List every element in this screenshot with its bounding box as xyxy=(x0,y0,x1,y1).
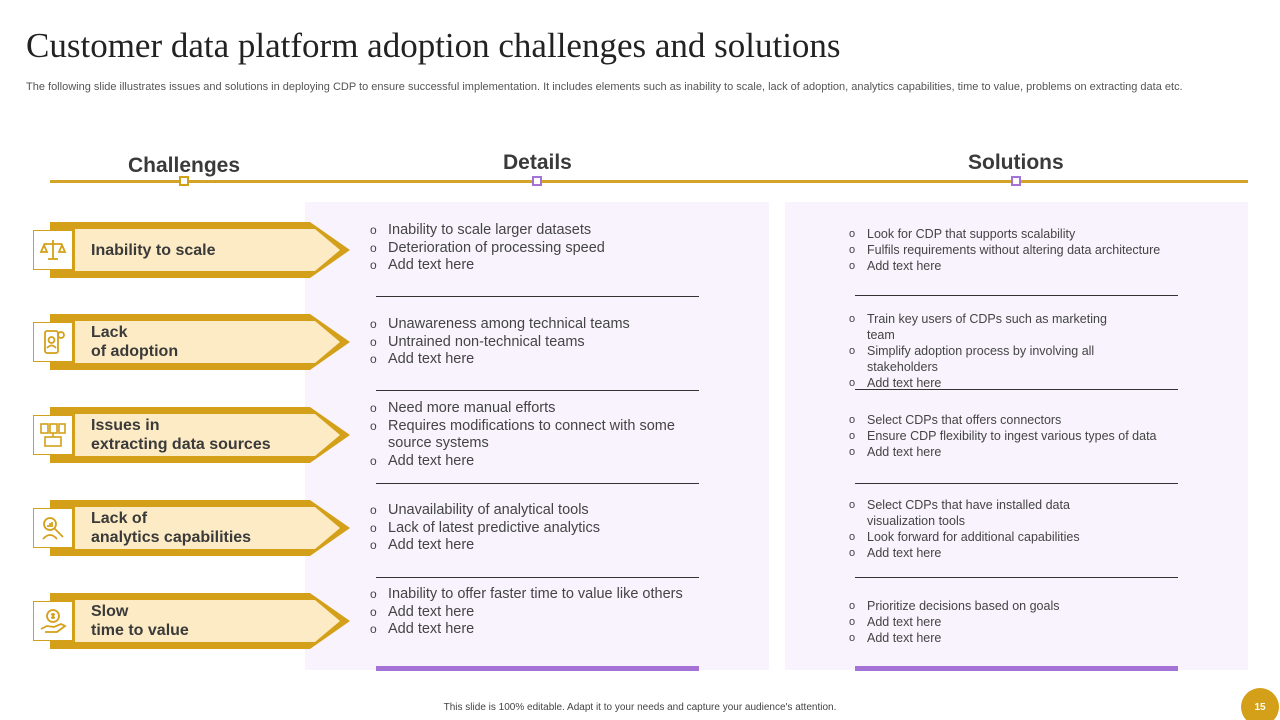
challenges-heading: Challenges xyxy=(128,154,241,177)
solutions-item: Fulfils requirements without altering da… xyxy=(849,242,1184,258)
solutions-item: Select CDPs that offers connectors xyxy=(849,412,1184,428)
details-panel-accent xyxy=(376,666,699,671)
details-item: Add text here xyxy=(370,621,700,639)
analytics-person-icon xyxy=(33,508,73,548)
solutions-item: Add text here xyxy=(849,375,1129,391)
solutions-separator xyxy=(855,295,1178,296)
details-item: Add text here xyxy=(370,351,700,369)
details-separator xyxy=(376,483,699,484)
details-item: Lack of latest predictive analytics xyxy=(370,520,700,538)
details-item: Untrained non-technical teams xyxy=(370,334,700,352)
challenges-marker xyxy=(179,176,189,186)
solutions-item: Select CDPs that have installed data vis… xyxy=(849,497,1104,529)
solutions-item: Add text here xyxy=(849,258,1184,274)
details-item: Requires modifications to connect with s… xyxy=(370,418,700,453)
solutions-list: Train key users of CDPs such as marketin… xyxy=(849,311,1129,391)
details-item: Add text here xyxy=(370,604,700,622)
solutions-item: Simplify adoption process by involving a… xyxy=(849,343,1129,375)
details-separator xyxy=(376,296,699,297)
solutions-item: Add text here xyxy=(849,614,1184,630)
footer-note: This slide is 100% editable. Adapt it to… xyxy=(443,702,837,713)
details-separator xyxy=(376,577,699,578)
mobile-user-icon xyxy=(33,322,73,362)
details-item: Inability to scale larger datasets xyxy=(370,222,700,240)
solutions-panel-accent xyxy=(855,666,1178,671)
slide-title: Customer data platform adoption challeng… xyxy=(26,26,841,65)
challenge-arrow: Inability to scale xyxy=(50,222,350,278)
details-item: Need more manual efforts xyxy=(370,400,700,418)
details-list: Unawareness among technical teams Untrai… xyxy=(370,316,700,369)
details-item: Inability to offer faster time to value … xyxy=(370,586,700,604)
challenge-arrow: Lack of adoption xyxy=(50,314,350,370)
details-item: Add text here xyxy=(370,453,700,471)
solutions-item: Look for CDP that supports scalability xyxy=(849,226,1184,242)
challenge-label: Lack of adoption xyxy=(91,324,179,360)
solutions-heading: Solutions xyxy=(968,151,1064,174)
solutions-marker xyxy=(1011,176,1021,186)
solutions-separator xyxy=(855,577,1178,578)
header-divider xyxy=(50,180,1248,183)
solutions-item: Train key users of CDPs such as marketin… xyxy=(849,311,1129,343)
solutions-item: Add text here xyxy=(849,545,1104,561)
details-list: Need more manual efforts Requires modifi… xyxy=(370,400,700,470)
details-heading: Details xyxy=(503,151,572,174)
page-number: 15 xyxy=(1241,688,1279,720)
solutions-list: Prioritize decisions based on goals Add … xyxy=(849,598,1184,646)
challenge-arrow: Issues in extracting data sources xyxy=(50,407,350,463)
challenge-arrow: Slow time to value xyxy=(50,593,350,649)
challenge-label: Issues in extracting data sources xyxy=(91,417,271,453)
details-separator xyxy=(376,390,699,391)
details-list: Unavailability of analytical tools Lack … xyxy=(370,502,700,555)
scale-balance-icon xyxy=(33,230,73,270)
details-item: Unavailability of analytical tools xyxy=(370,502,700,520)
challenge-label: Lack of analytics capabilities xyxy=(91,510,252,546)
solutions-separator xyxy=(855,483,1178,484)
challenge-label: Slow time to value xyxy=(91,603,189,639)
details-item: Unawareness among technical teams xyxy=(370,316,700,334)
solutions-item: Prioritize decisions based on goals xyxy=(849,598,1184,614)
details-marker xyxy=(532,176,542,186)
slide-subtitle: The following slide illustrates issues a… xyxy=(26,81,1183,93)
details-list: Inability to scale larger datasets Deter… xyxy=(370,222,700,275)
challenge-label: Inability to scale xyxy=(91,241,216,259)
solutions-list: Select CDPs that have installed data vis… xyxy=(849,497,1104,561)
solutions-item: Ensure CDP flexibility to ingest various… xyxy=(849,428,1184,444)
solutions-list: Select CDPs that offers connectors Ensur… xyxy=(849,412,1184,460)
solutions-item: Look forward for additional capabilities xyxy=(849,529,1104,545)
solutions-item: Add text here xyxy=(849,444,1184,460)
data-documents-icon xyxy=(33,415,73,455)
details-item: Add text here xyxy=(370,257,700,275)
challenge-arrow: Lack of analytics capabilities xyxy=(50,500,350,556)
details-item: Deterioration of processing speed xyxy=(370,240,700,258)
hand-money-icon xyxy=(33,601,73,641)
details-list: Inability to offer faster time to value … xyxy=(370,586,700,639)
solutions-list: Look for CDP that supports scalability F… xyxy=(849,226,1184,274)
details-item: Add text here xyxy=(370,537,700,555)
solutions-item: Add text here xyxy=(849,630,1184,646)
